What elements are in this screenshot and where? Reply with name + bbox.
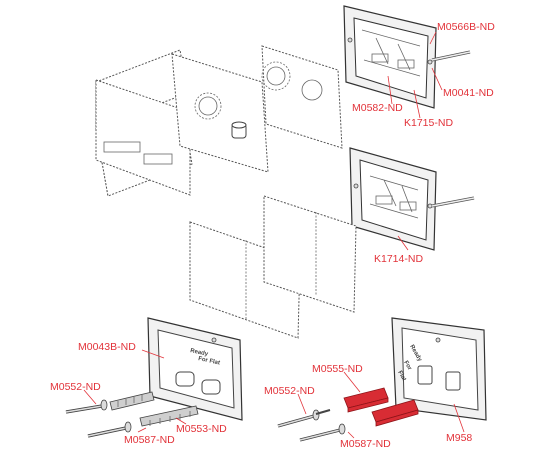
cover-plate-plain	[95, 49, 193, 197]
label-m0553-nd: M0553-ND	[176, 423, 227, 435]
leader-lines	[83, 31, 465, 439]
cover-plate-round-button	[171, 53, 269, 173]
label-m0587-nd-right: M0587-ND	[340, 438, 391, 450]
embossed-for-flat-left: For Flat	[198, 356, 221, 366]
embossed-for-right: For	[402, 360, 412, 372]
screws-left-set	[65, 399, 132, 438]
red-clips-m0555	[343, 387, 419, 427]
label-m0555-nd: M0555-ND	[312, 363, 363, 375]
embossed-flat-right: Flat	[396, 370, 407, 382]
panel-plates-middle	[189, 195, 357, 339]
label-m0582-nd: M0582-ND	[352, 102, 403, 114]
bracket-bars-m0553	[109, 391, 199, 427]
cover-plate-two-buttons	[261, 45, 343, 149]
label-m0043b-nd: M0043B-ND	[78, 341, 136, 353]
frame-k1714	[349, 147, 475, 251]
screws-right-set	[277, 409, 346, 442]
base-frame-m0043b: Ready For Flat	[147, 317, 243, 421]
label-m0566b-nd: M0566B-ND	[437, 21, 495, 33]
label-k1715-nd: K1715-ND	[404, 117, 453, 129]
label-m0041-nd: M0041-ND	[443, 87, 494, 99]
label-m0587-nd-left: M0587-ND	[124, 434, 175, 446]
embossed-ready-left: Ready	[190, 348, 210, 358]
label-k1714-nd: K1714-ND	[374, 253, 423, 265]
frame-k1715	[343, 5, 471, 109]
label-m0552-nd-right: M0552-ND	[264, 385, 315, 397]
base-frame-m958: Ready For Flat	[391, 317, 487, 421]
label-m0552-nd-left: M0552-ND	[50, 381, 101, 393]
label-m958: M958	[446, 432, 472, 444]
